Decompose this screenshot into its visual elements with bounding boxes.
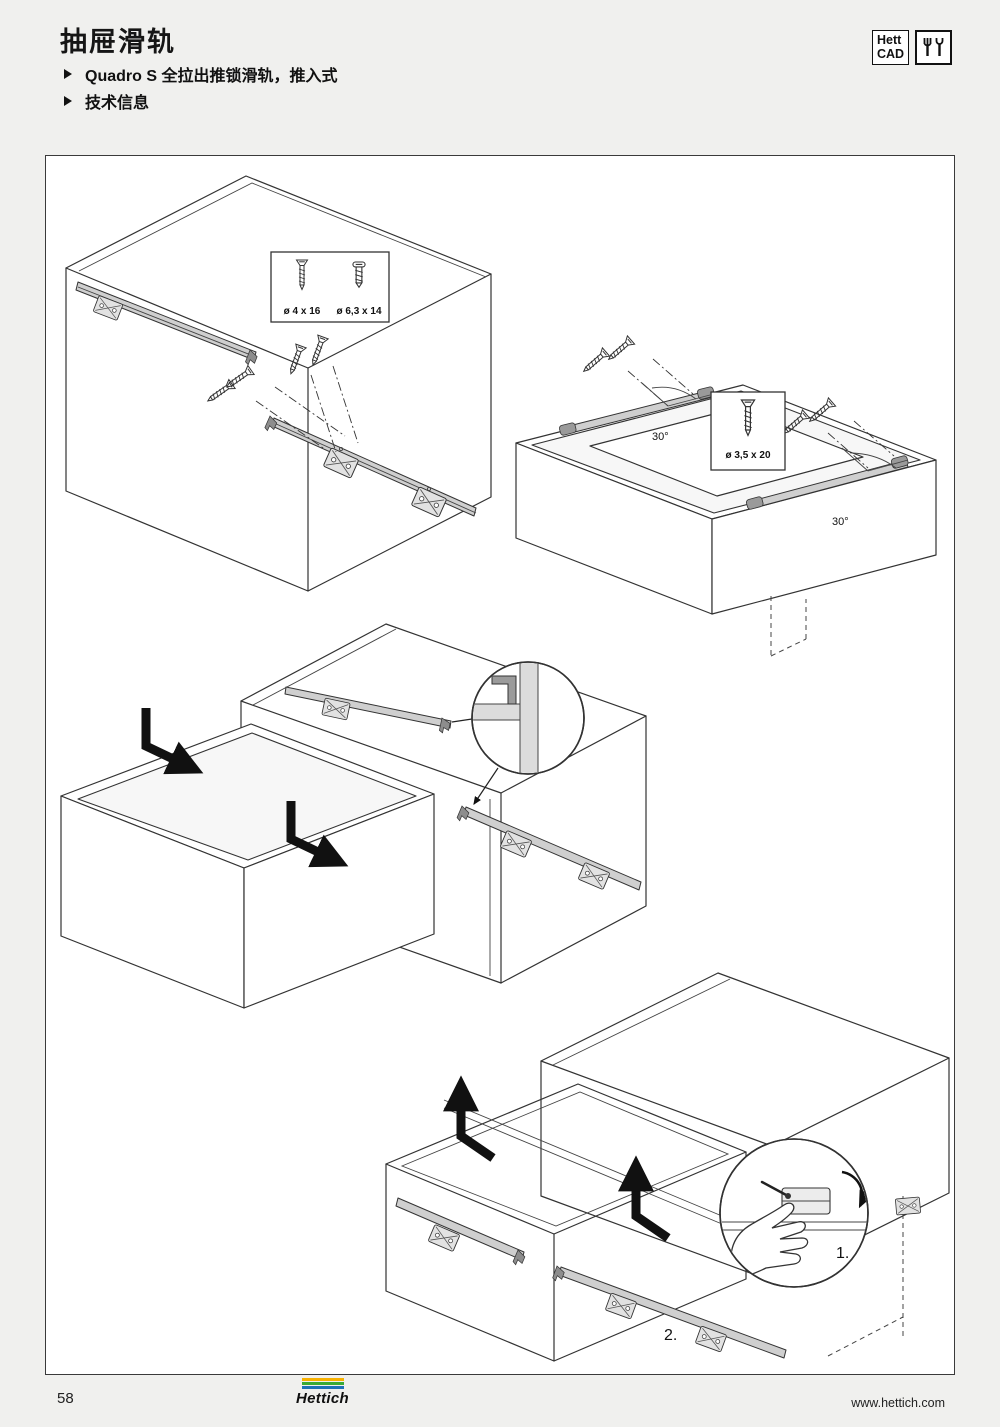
- detail-circle-release: 1.: [719, 1138, 869, 1288]
- tools-badge: [915, 30, 953, 65]
- page-title: 抽屉滑轨: [60, 27, 176, 57]
- header-badges: Hett CAD: [872, 30, 953, 65]
- angle-label-right: 30°: [832, 516, 849, 528]
- tools-icon: [923, 38, 943, 57]
- logo-stripes-icon: [302, 1378, 344, 1389]
- detail-circle-hook: [471, 661, 585, 775]
- lift-arrow: [443, 1075, 496, 1162]
- figure-drawer-screw-angle: 30° 30° ø 3,5 x 20: [515, 335, 937, 657]
- bullet-arrow-icon: [64, 69, 72, 79]
- rotate-arrow: [841, 1170, 867, 1209]
- hettcad-badge: Hett CAD: [872, 30, 910, 65]
- bullet-text-2: 技术信息: [85, 95, 150, 112]
- screw-spec-callout-1: ø 4 x 16 ø 6,3 x 14: [270, 251, 390, 323]
- page-number: 58: [57, 1390, 74, 1407]
- bullet-text-1: Quadro S 全拉出推锁滑轨，推入式: [85, 68, 338, 85]
- hettich-logo: Hettich: [296, 1378, 356, 1408]
- bullet-item-1: Quadro S 全拉出推锁滑轨，推入式: [64, 62, 337, 86]
- screw-size-label: ø 4 x 16: [284, 306, 321, 317]
- screw-spec-callout-2: ø 3,5 x 20: [710, 391, 786, 471]
- screw-size-label: ø 6,3 x 14: [336, 306, 381, 317]
- brand-name: Hettich: [296, 1389, 349, 1407]
- bullet-arrow-icon: [64, 96, 72, 106]
- step-label-2: 2.: [664, 1327, 677, 1344]
- hand-illustration: [730, 1202, 809, 1279]
- angle-label-left: 30°: [652, 431, 669, 443]
- step-label-1: 1.: [836, 1245, 849, 1262]
- bullet-item-2: 技术信息: [64, 89, 149, 113]
- figure-drawer-insertion: [60, 623, 647, 1009]
- screw-size-label: ø 3,5 x 20: [725, 450, 770, 461]
- push-arrow: [141, 708, 204, 775]
- push-arrow: [286, 801, 349, 868]
- technical-drawing: ø 4 x 16 ø 6,3 x 14 30°: [60, 175, 950, 1362]
- lift-arrow: [618, 1155, 671, 1242]
- figure-cabinet-runner-mounting: ø 4 x 16 ø 6,3 x 14: [65, 175, 492, 592]
- website-url: www.hettich.com: [851, 1396, 945, 1410]
- illustration-panel: ø 4 x 16 ø 6,3 x 14 30°: [45, 155, 955, 1375]
- figure-drawer-removal: 1. 2.: [385, 972, 950, 1362]
- hettcad-line2: CAD: [877, 47, 905, 62]
- hettcad-line1: Hett: [877, 33, 902, 47]
